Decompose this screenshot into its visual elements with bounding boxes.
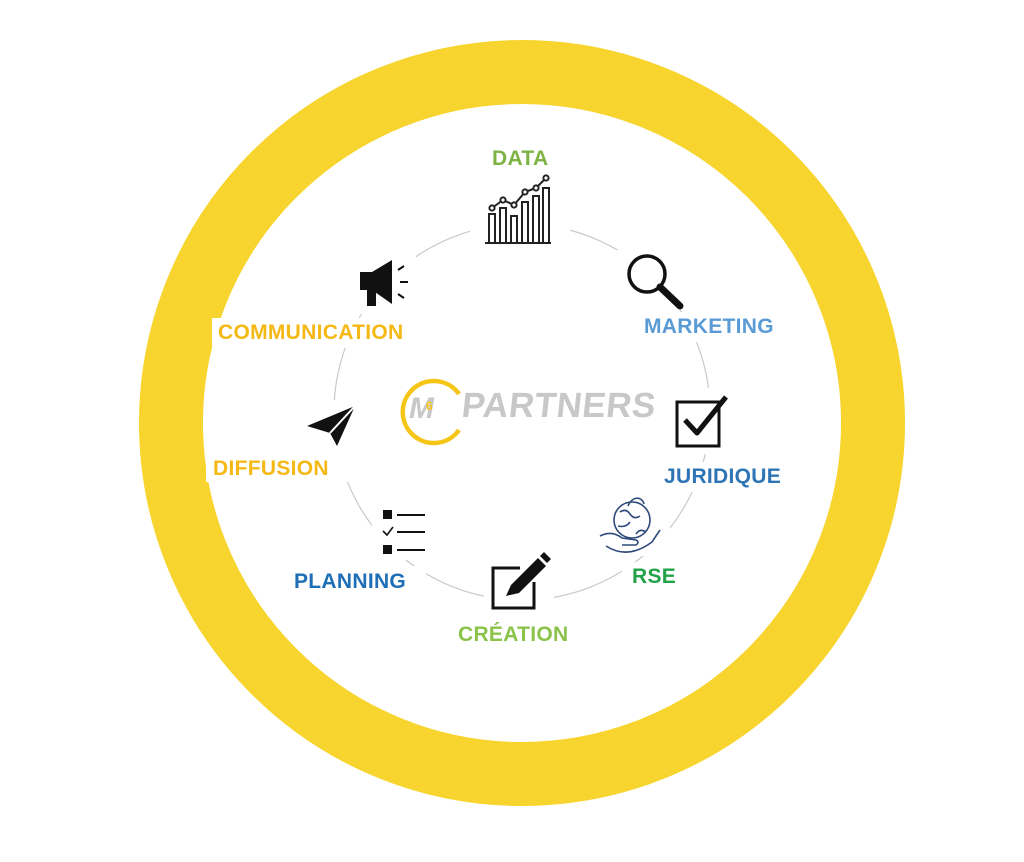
label-diffusion: DIFFUSION — [213, 457, 329, 480]
label-juridique: JURIDIQUE — [664, 465, 782, 488]
megaphone-icon — [360, 260, 408, 306]
label-planning: PLANNING — [294, 570, 407, 593]
logo-badge: 6 — [426, 399, 433, 413]
hand-globe-icon — [599, 497, 661, 553]
logo-mark: M 6 — [400, 378, 461, 446]
bar-chart-icon — [485, 174, 551, 244]
label-creation: CRÉATION — [458, 623, 569, 646]
label-communication: COMMUNICATION — [218, 321, 404, 344]
label-rse: RSE — [632, 565, 677, 588]
logo-text: PARTNERS — [459, 386, 658, 425]
checkbox-icon — [675, 395, 728, 448]
checklist-icon — [382, 510, 425, 554]
svg-text:M: M — [409, 392, 435, 425]
label-data: DATA — [492, 147, 549, 170]
edit-pencil-icon — [491, 552, 551, 610]
outer-yellow-ring — [139, 40, 905, 806]
label-marketing: MARKETING — [644, 315, 774, 338]
magnifier-icon — [627, 254, 684, 310]
paper-plane-icon — [307, 405, 356, 446]
